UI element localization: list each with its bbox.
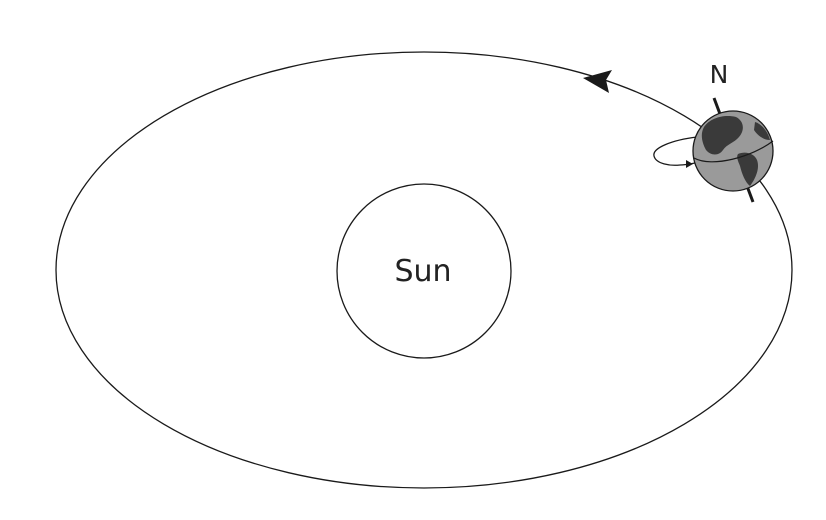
earth-land-europe xyxy=(754,122,770,140)
rotation-arrow-back xyxy=(653,136,698,166)
earth-land-south-america xyxy=(737,152,759,186)
north-label: N xyxy=(710,60,729,89)
sun-circle xyxy=(336,183,512,359)
orbit-path xyxy=(55,51,793,489)
earth-land-north-america xyxy=(701,116,743,155)
sun-label: Sun xyxy=(394,254,451,289)
earth-globe-icon xyxy=(653,97,774,203)
orbit-arrowhead-icon xyxy=(583,70,612,93)
rotation-arrowhead-icon xyxy=(686,160,693,168)
earth-equator xyxy=(693,140,774,163)
